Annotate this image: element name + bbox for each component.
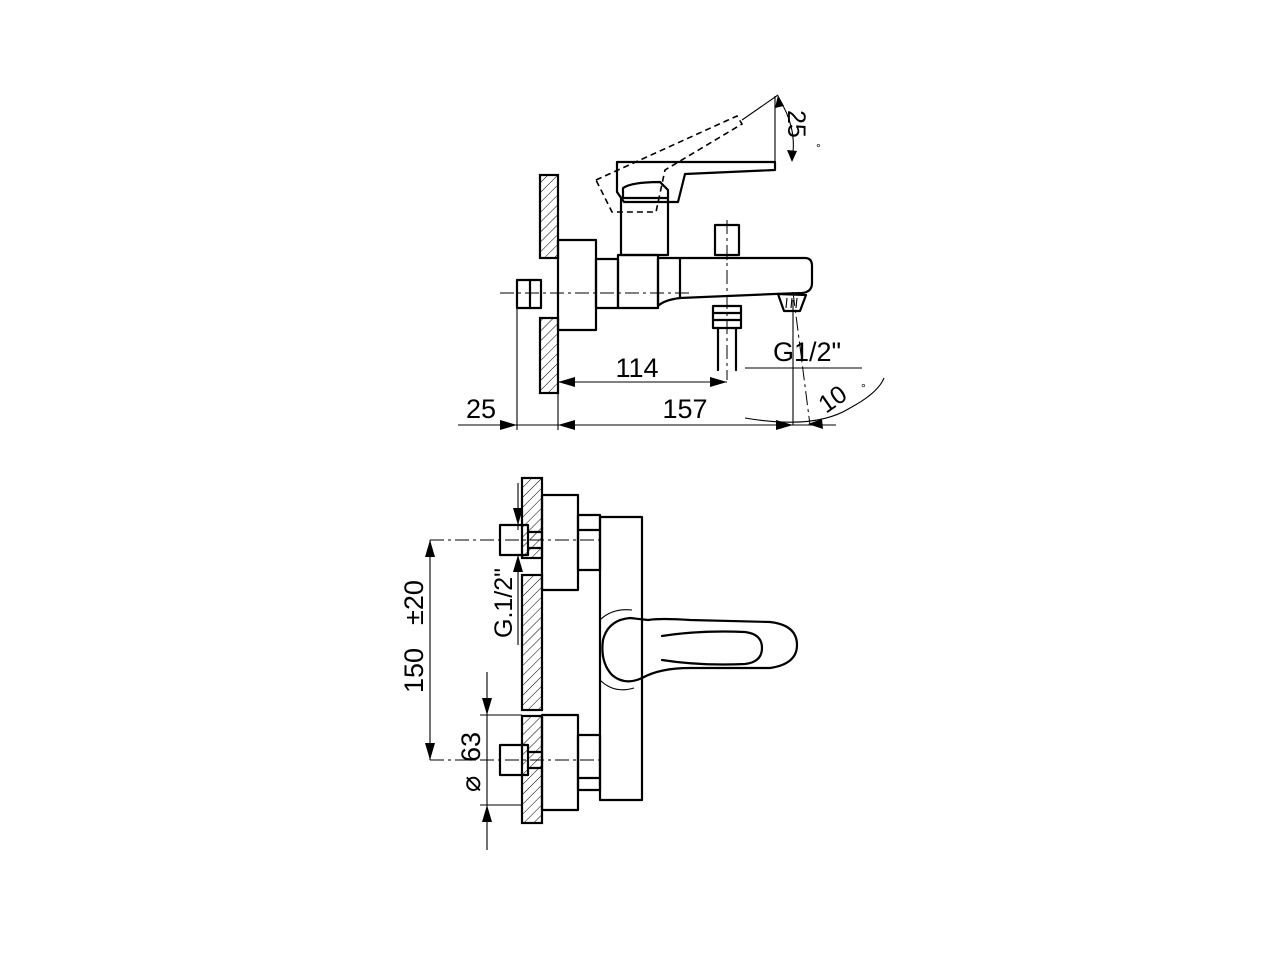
dim-spout-offset: 114 (615, 353, 658, 383)
wall-section-upper (538, 173, 560, 260)
wall-section-top (520, 476, 544, 560)
wall-section-lower (538, 316, 560, 395)
dim-wall-offset: 25 (466, 394, 496, 424)
front-view: 150 ±20 G.1/2" 63 ⌀ (399, 476, 799, 850)
dim-diameter: 63 (456, 732, 486, 762)
spout-outlet (776, 292, 808, 313)
lever-handle (615, 160, 777, 204)
wall-section-bottom (520, 714, 544, 825)
angle-lever-label: 25 (782, 110, 810, 138)
thread-inlet-label: G.1/2" (490, 568, 518, 638)
side-view: 25 ° 114 G1/2" 25 157 10 ° (458, 94, 885, 430)
spout (656, 256, 814, 308)
dim-tolerance: ±20 (399, 580, 429, 625)
degree-mark-2: ° (861, 381, 866, 395)
wall-flange (556, 238, 598, 332)
lever-handle-front (601, 616, 799, 683)
dim-total-projection: 157 (662, 394, 707, 424)
degree-mark-1: ° (816, 141, 821, 155)
thread-spout-label: G1/2" (773, 337, 841, 367)
lever-handle-open-ghost (594, 114, 744, 213)
diameter-symbol: ⌀ (456, 776, 486, 792)
cartridge-housing (619, 196, 670, 257)
mixer-body (616, 253, 660, 310)
upper-flange (540, 493, 580, 592)
wall-section-middle (520, 573, 544, 712)
lower-flange (540, 713, 580, 812)
dim-center-distance: 150 (399, 648, 429, 693)
angle-spout-label: 10 (813, 380, 852, 419)
mixer-body-front (598, 515, 644, 802)
connector-nut (594, 257, 620, 310)
